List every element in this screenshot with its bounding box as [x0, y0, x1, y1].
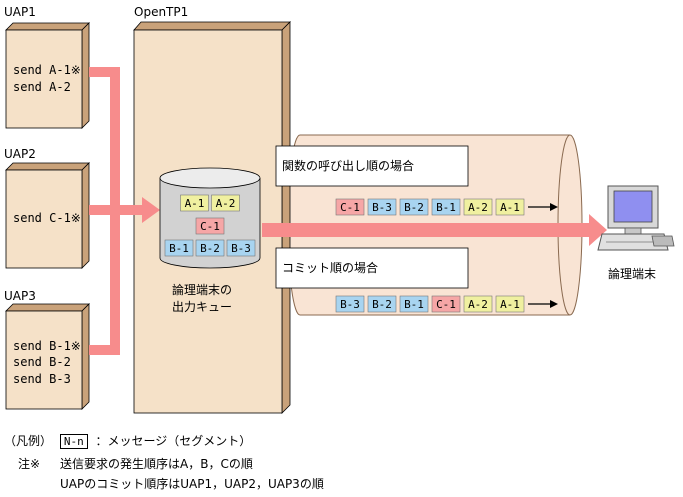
- terminal-label: 論理端末: [608, 266, 656, 281]
- legend-message-sample: N-n: [59, 434, 88, 449]
- uap3-title: UAP3: [4, 289, 36, 303]
- case1-message-chip: [335, 198, 365, 216]
- case2-message-chip: [495, 295, 525, 313]
- queue-message-chip: [164, 239, 194, 257]
- uap3-send-line: send B-3: [13, 372, 71, 386]
- uap3-box: [5, 303, 90, 410]
- case2-message-chip-label: B-2: [372, 298, 392, 311]
- uap2-box: [5, 162, 90, 269]
- queue-message-chip: [180, 194, 209, 212]
- uap2-send-line: send C-1※: [13, 211, 81, 225]
- case2-message-chip: [431, 295, 461, 313]
- note-label: 注※: [18, 457, 41, 471]
- case1-message-chip-label: A-2: [468, 201, 488, 214]
- queue-message-chip-label: B-3: [231, 242, 251, 255]
- uap3-send-line: send B-1※: [13, 339, 81, 353]
- uap1-title: UAP1: [4, 5, 36, 19]
- case1-title: 関数の呼び出し順の場合: [282, 158, 414, 173]
- case2-message-chip: [463, 295, 493, 313]
- uap1-box: [5, 22, 90, 129]
- queue-message-chip-label: B-2: [200, 242, 220, 255]
- case2-label-box: [275, 247, 469, 289]
- case1-message-chip-label: B-2: [404, 201, 424, 214]
- queue-message-chip: [226, 239, 256, 257]
- uap-merge-arrows: [89, 67, 160, 355]
- case1-message-chip-label: B-3: [372, 201, 392, 214]
- queue-label-line2: 出力キュー: [172, 300, 232, 314]
- computer-terminal-icon: [597, 185, 675, 251]
- case1-message-chip: [495, 198, 525, 216]
- queue-message-chip: [195, 239, 225, 257]
- case1-message-chip: [431, 198, 461, 216]
- case2-message-chip-label: A-2: [468, 298, 488, 311]
- uap1-send-line: send A-1※: [13, 63, 81, 77]
- note-line-1: 送信要求の発生順序はA，B，Cの順: [60, 457, 253, 471]
- case2-message-chip-label: B-1: [404, 298, 424, 311]
- case2-message-chip: [335, 295, 365, 313]
- uap1-send-line: send A-2: [13, 80, 71, 94]
- queue-message-chip-label: A-1: [185, 197, 205, 210]
- case2-message-chip: [399, 295, 429, 313]
- case1-label-box: [275, 145, 469, 187]
- note-line-2: UAPのコミット順序はUAP1，UAP2，UAP3の順: [60, 477, 324, 491]
- uap3-send-line: send B-2: [13, 355, 71, 369]
- case1-message-chip: [367, 198, 397, 216]
- case2-title: コミット順の場合: [282, 260, 378, 275]
- case2-message-chip-label: C-1: [436, 298, 456, 311]
- legend: （凡例） N-n ：メッセージ（セグメント）: [4, 433, 251, 449]
- case2-message-chip-label: A-1: [500, 298, 520, 311]
- legend-title: （凡例）: [4, 434, 53, 448]
- queue-message-chip: [195, 217, 225, 235]
- legend-description: ：メッセージ（セグメント）: [95, 434, 252, 448]
- sequence-arrows: [528, 203, 558, 308]
- case1-message-chip: [399, 198, 429, 216]
- case1-message-chip-label: A-1: [500, 201, 520, 214]
- case2-message-chip-label: B-3: [340, 298, 360, 311]
- case1-message-chip: [463, 198, 493, 216]
- server-title: OpenTP1: [134, 5, 188, 19]
- case2-message-chip: [367, 295, 397, 313]
- case1-message-chip-label: B-1: [436, 201, 456, 214]
- queue-message-chip: [211, 194, 240, 212]
- output-arrow: [262, 214, 607, 246]
- uap2-title: UAP2: [4, 147, 36, 161]
- queue-message-chip-label: B-1: [169, 242, 189, 255]
- queue-label-line1: 論理端末の: [172, 282, 232, 297]
- case1-message-chip-label: C-1: [340, 201, 360, 214]
- queue-message-chip-label: A-2: [216, 197, 236, 210]
- queue-message-chip-label: C-1: [200, 220, 220, 233]
